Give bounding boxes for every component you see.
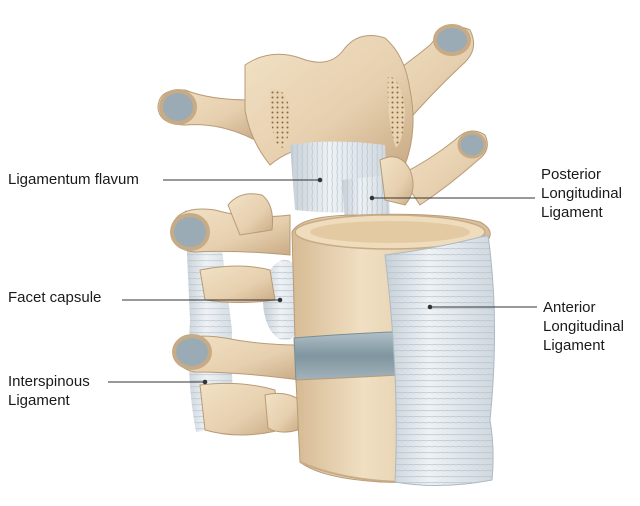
anterior-longitudinal-ligament-shape: [385, 235, 495, 486]
label-ligamentum-flavum: Ligamentum flavum: [8, 170, 139, 189]
label-interspinous-ligament: Interspinous Ligament: [8, 372, 90, 410]
label-posterior-longitudinal-ligament: Posterior Longitudinal Ligament: [541, 165, 622, 222]
label-anterior-longitudinal-ligament: Anterior Longitudinal Ligament: [543, 298, 624, 355]
label-facet-capsule: Facet capsule: [8, 288, 101, 307]
